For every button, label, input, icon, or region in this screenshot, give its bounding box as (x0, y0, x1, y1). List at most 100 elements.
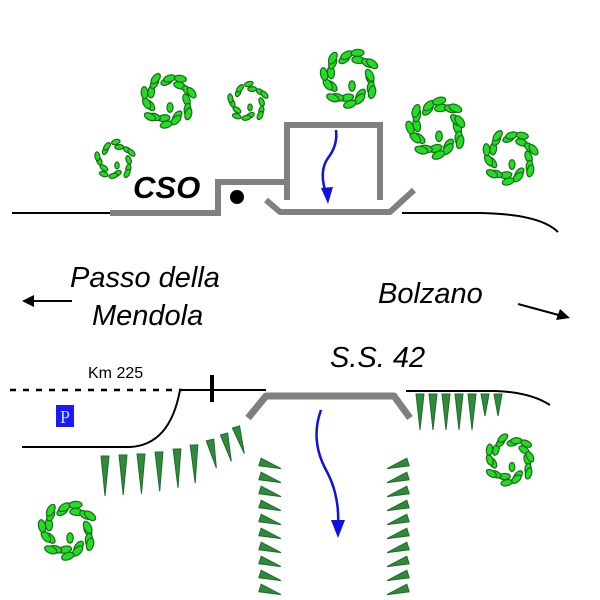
embankment-spike (100, 455, 110, 497)
embankment-spike (386, 527, 410, 540)
bush (227, 80, 269, 121)
leaf (525, 450, 535, 463)
bush (405, 96, 466, 160)
leaf (110, 138, 121, 146)
parking-sign (56, 405, 74, 427)
embankments (100, 393, 503, 596)
embankment-spike (258, 485, 282, 498)
destination-bolzano: Bolzano (378, 278, 483, 310)
lower-road-right (406, 390, 551, 406)
embankment-spike (386, 485, 410, 498)
embankment-spike (258, 499, 282, 512)
embankment-spike (258, 569, 282, 582)
leaf (508, 159, 516, 170)
embankment-spike (136, 453, 146, 494)
destination-passo-line2: Mendola (92, 300, 204, 332)
bush (319, 48, 379, 109)
leaf (508, 461, 516, 473)
leaf (411, 103, 421, 118)
leaf (327, 51, 338, 65)
leaf (348, 80, 356, 92)
leaf (326, 93, 340, 103)
leaf (492, 130, 503, 142)
leaf (485, 443, 494, 456)
bush (94, 138, 136, 179)
embankment-spike (428, 393, 438, 431)
leaf (260, 90, 269, 99)
embankment-spike (118, 454, 128, 495)
embankment-spike (258, 555, 282, 568)
leaf (150, 73, 161, 85)
leaf (140, 86, 149, 100)
embankment-spike (386, 513, 410, 526)
outlet-dot (230, 190, 244, 204)
leaf (524, 467, 533, 480)
leaf (485, 169, 499, 179)
embankment-spike (480, 393, 490, 417)
leaf (114, 144, 125, 151)
bush (37, 500, 97, 561)
bush (140, 73, 197, 129)
embankment-spike (258, 513, 282, 526)
embankment-spike (386, 499, 410, 512)
embankment-spike (386, 555, 410, 568)
leaf (94, 151, 101, 162)
leaf (243, 80, 254, 88)
leaf (114, 161, 120, 170)
embankment-spike (219, 432, 232, 462)
embankment-spike (493, 393, 503, 417)
bush (485, 433, 535, 487)
arrow-left-head (22, 295, 34, 307)
cso-structure (110, 179, 287, 216)
leaf (123, 168, 131, 179)
leaf (236, 83, 245, 93)
leaf (68, 500, 83, 510)
lower-flow-arrow (315, 409, 340, 529)
leaf (66, 532, 74, 544)
upper-flow-arrowhead (321, 187, 333, 204)
leaf (85, 537, 95, 552)
leaf (241, 114, 252, 121)
leaf (125, 155, 132, 165)
leaf (108, 172, 119, 179)
leaf (364, 68, 375, 82)
leaf (528, 143, 539, 156)
leaf (367, 85, 377, 100)
leaf (231, 112, 242, 120)
leaf (448, 103, 463, 114)
leaf (256, 110, 264, 121)
leaf (435, 130, 443, 143)
leaf (247, 103, 253, 112)
leaf (83, 510, 97, 522)
embankment-spike (415, 393, 425, 431)
embankment-spike (386, 541, 410, 554)
embankment-spike (154, 451, 164, 492)
embankment-spike (467, 393, 477, 431)
embankment-spike (386, 583, 410, 596)
embankment-spike (258, 527, 282, 540)
embankment-spike (454, 393, 464, 431)
leaf (497, 433, 509, 443)
parking-sign-letter: P (60, 407, 70, 427)
leaf (455, 134, 465, 150)
vegetation (37, 48, 539, 561)
leaf (44, 545, 58, 555)
cso-label: CSO (133, 170, 201, 205)
embankment-spike (258, 583, 282, 596)
embankment-spike (386, 569, 410, 582)
embankment-spike (258, 541, 282, 554)
upper-road-right (402, 212, 559, 233)
leaf (414, 145, 429, 155)
embankment-spike (386, 457, 410, 470)
bush (482, 130, 539, 186)
embankment-spike (386, 471, 410, 484)
leaf (166, 102, 174, 113)
leaf (127, 148, 136, 157)
road-name-label: S.S. 42 (330, 342, 426, 374)
leaf (186, 86, 197, 99)
embankment-spike (189, 444, 199, 484)
leaf (98, 170, 109, 178)
km-label: Km 225 (88, 365, 144, 382)
